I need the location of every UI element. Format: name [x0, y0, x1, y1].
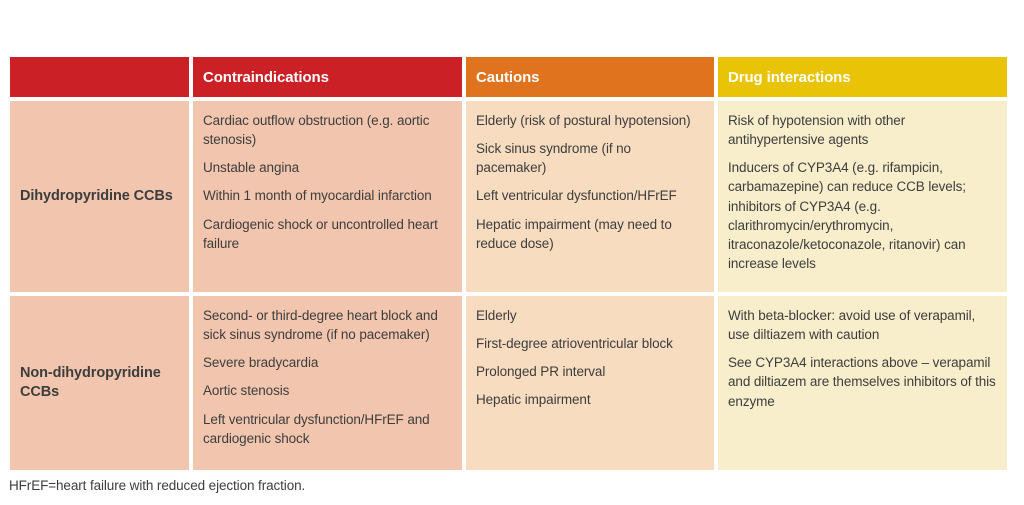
header-cell-drug-interactions: Drug interactions — [718, 57, 1007, 97]
header-cell-cautions: Cautions — [466, 57, 714, 97]
row-label-non-dihydropyridine-ccbs: Non-dihydropyridine CCBs — [10, 296, 189, 470]
cell-paragraph: With beta-blocker: avoid use of verapami… — [728, 308, 976, 343]
cell-paragraph: Unstable angina — [203, 160, 300, 176]
row-label-text: Dihydropyridine CCBs — [20, 188, 173, 205]
cell-paragraph: Left ventricular dysfunction/HFrEF and c… — [203, 411, 430, 446]
cell-paragraph: Sick sinus syndrome (if no pacemaker) — [476, 141, 631, 176]
footnote: HFrEF=heart failure with reduced ejectio… — [9, 478, 306, 493]
cell-paragraph: Within 1 month of myocardial infarction — [203, 188, 432, 204]
ccb-table: Contraindications Cautions Drug interact… — [10, 57, 1007, 470]
cell-dihydropyridine-drug-interactions: Risk of hypotension with other antihyper… — [718, 101, 1007, 292]
row-label-text: Non-dihydropyridine CCBs — [20, 365, 161, 400]
cell-paragraph: See CYP3A4 interactions above – verapami… — [728, 355, 996, 409]
cell-dihydropyridine-contraindications: Cardiac outflow obstruction (e.g. aortic… — [193, 101, 462, 292]
cell-paragraph: Left ventricular dysfunction/HFrEF — [476, 188, 677, 204]
row-label-dihydropyridine-ccbs: Dihydropyridine CCBs — [10, 101, 189, 292]
cell-paragraph: Risk of hypotension with other antihyper… — [728, 113, 906, 148]
cell-paragraph: Elderly — [476, 308, 517, 323]
header-cell-contraindications: Contraindications — [193, 57, 462, 97]
cell-paragraph: Second- or third-degree heart block and … — [203, 308, 438, 343]
cell-dihydropyridine-cautions: Elderly (risk of postural hypotension) Si… — [466, 101, 714, 292]
cell-paragraph: Prolonged PR interval — [476, 364, 606, 380]
cell-non-dihydropyridine-contraindications: Second- or third-degree heart block and … — [193, 296, 462, 470]
cell-paragraph: Hepatic impairment (may need to reduce d… — [476, 216, 672, 251]
cell-paragraph: Aortic stenosis — [203, 383, 290, 399]
header-cell-corner — [10, 57, 189, 97]
cell-paragraph: Cardiogenic shock or uncontrolled heart … — [203, 216, 438, 251]
cell-paragraph: Severe bradycardia — [203, 355, 319, 371]
cell-non-dihydropyridine-drug-interactions: With beta-blocker: avoid use of verapami… — [718, 296, 1007, 470]
cell-paragraph: Elderly (risk of postural hypotension) — [476, 113, 691, 128]
cell-paragraph: Hepatic impairment — [476, 392, 591, 408]
cell-paragraph: Inducers of CYP3A4 (e.g. rifampicin, car… — [728, 160, 966, 272]
cell-paragraph: Cardiac outflow obstruction (e.g. aortic… — [203, 113, 430, 148]
cell-paragraph: First-degree atrioventricular block — [476, 336, 673, 352]
